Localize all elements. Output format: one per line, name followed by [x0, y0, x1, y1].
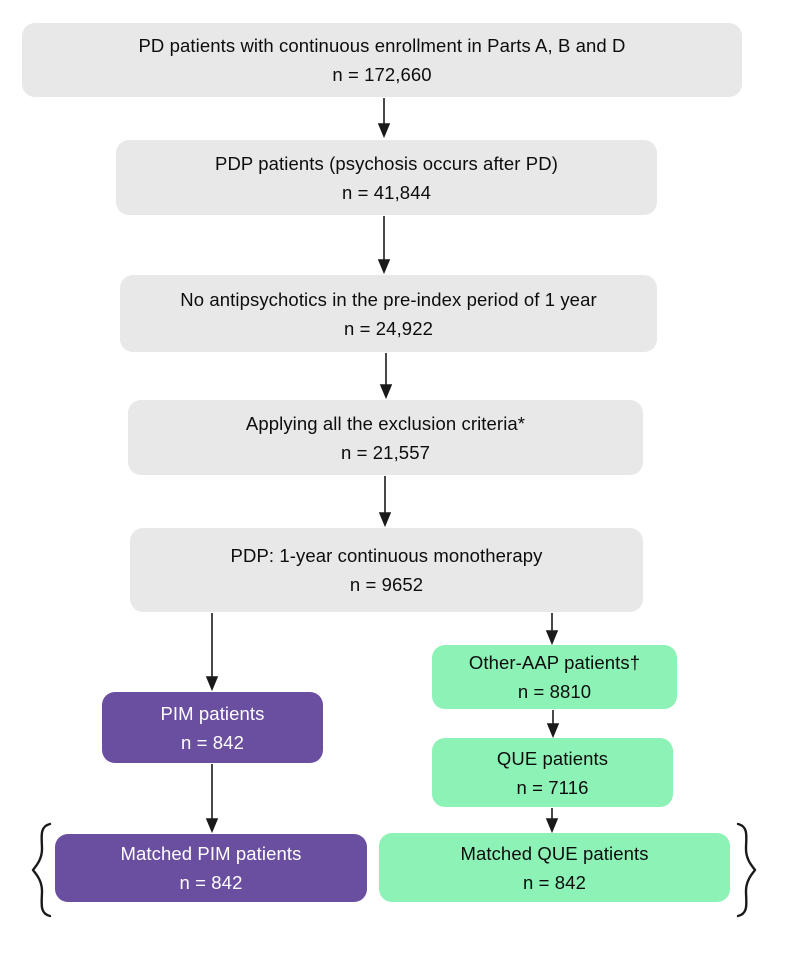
- right-brace-icon: [736, 822, 757, 918]
- flow-node-no-antipsychotics: No antipsychotics in the pre-index perio…: [120, 275, 657, 352]
- flow-node-pim-patients: PIM patients n = 842: [102, 692, 323, 763]
- flow-node-matched-pim-patients: Matched PIM patients n = 842: [55, 834, 367, 902]
- node-label: No antipsychotics in the pre-index perio…: [180, 288, 597, 310]
- node-label: PDP patients (psychosis occurs after PD): [215, 152, 558, 174]
- node-label: Other-AAP patients†: [468, 652, 641, 673]
- node-label: Matched QUE patients: [460, 842, 649, 864]
- node-label: PDP: 1-year continuous monotherapy: [230, 545, 543, 566]
- node-count: n = 24,922: [344, 317, 433, 339]
- node-count: n = 8810: [517, 681, 592, 702]
- node-count: n = 21,557: [341, 441, 430, 463]
- down-arrow-icon: [205, 613, 219, 692]
- node-count: n = 172,660: [332, 64, 432, 85]
- flow-node-monotherapy: PDP: 1-year continuous monotherapy n = 9…: [130, 528, 643, 612]
- flow-node-matched-que-patients: Matched QUE patients n = 842: [379, 833, 730, 902]
- down-arrow-icon: [545, 808, 559, 834]
- node-label: PIM patients: [160, 702, 265, 724]
- node-count: n = 842: [179, 872, 243, 893]
- flow-node-pdp-patients: PDP patients (psychosis occurs after PD)…: [116, 140, 657, 215]
- node-count: n = 41,844: [342, 181, 431, 203]
- down-arrow-icon: [377, 98, 391, 139]
- down-arrow-icon: [545, 613, 559, 646]
- node-label: Applying all the exclusion criteria*: [245, 412, 526, 434]
- left-brace-icon: [31, 822, 52, 918]
- down-arrow-icon: [378, 476, 392, 528]
- flow-node-other-aap-patients: Other-AAP patients† n = 8810: [432, 645, 677, 709]
- down-arrow-icon: [377, 216, 391, 275]
- node-label: PD patients with continuous enrollment i…: [138, 35, 626, 56]
- node-count: n = 7116: [516, 776, 589, 798]
- node-count: n = 9652: [349, 574, 424, 595]
- flow-node-enrollment: PD patients with continuous enrollment i…: [22, 23, 742, 97]
- down-arrow-icon: [379, 353, 393, 400]
- node-label: QUE patients: [496, 747, 609, 769]
- node-count: n = 842: [523, 871, 586, 893]
- down-arrow-icon: [546, 710, 560, 739]
- flow-node-exclusion-criteria: Applying all the exclusion criteria* n =…: [128, 400, 643, 475]
- node-label: Matched PIM patients: [120, 843, 302, 864]
- node-count: n = 842: [181, 731, 244, 753]
- down-arrow-icon: [205, 764, 219, 834]
- flow-node-que-patients: QUE patients n = 7116: [432, 738, 673, 807]
